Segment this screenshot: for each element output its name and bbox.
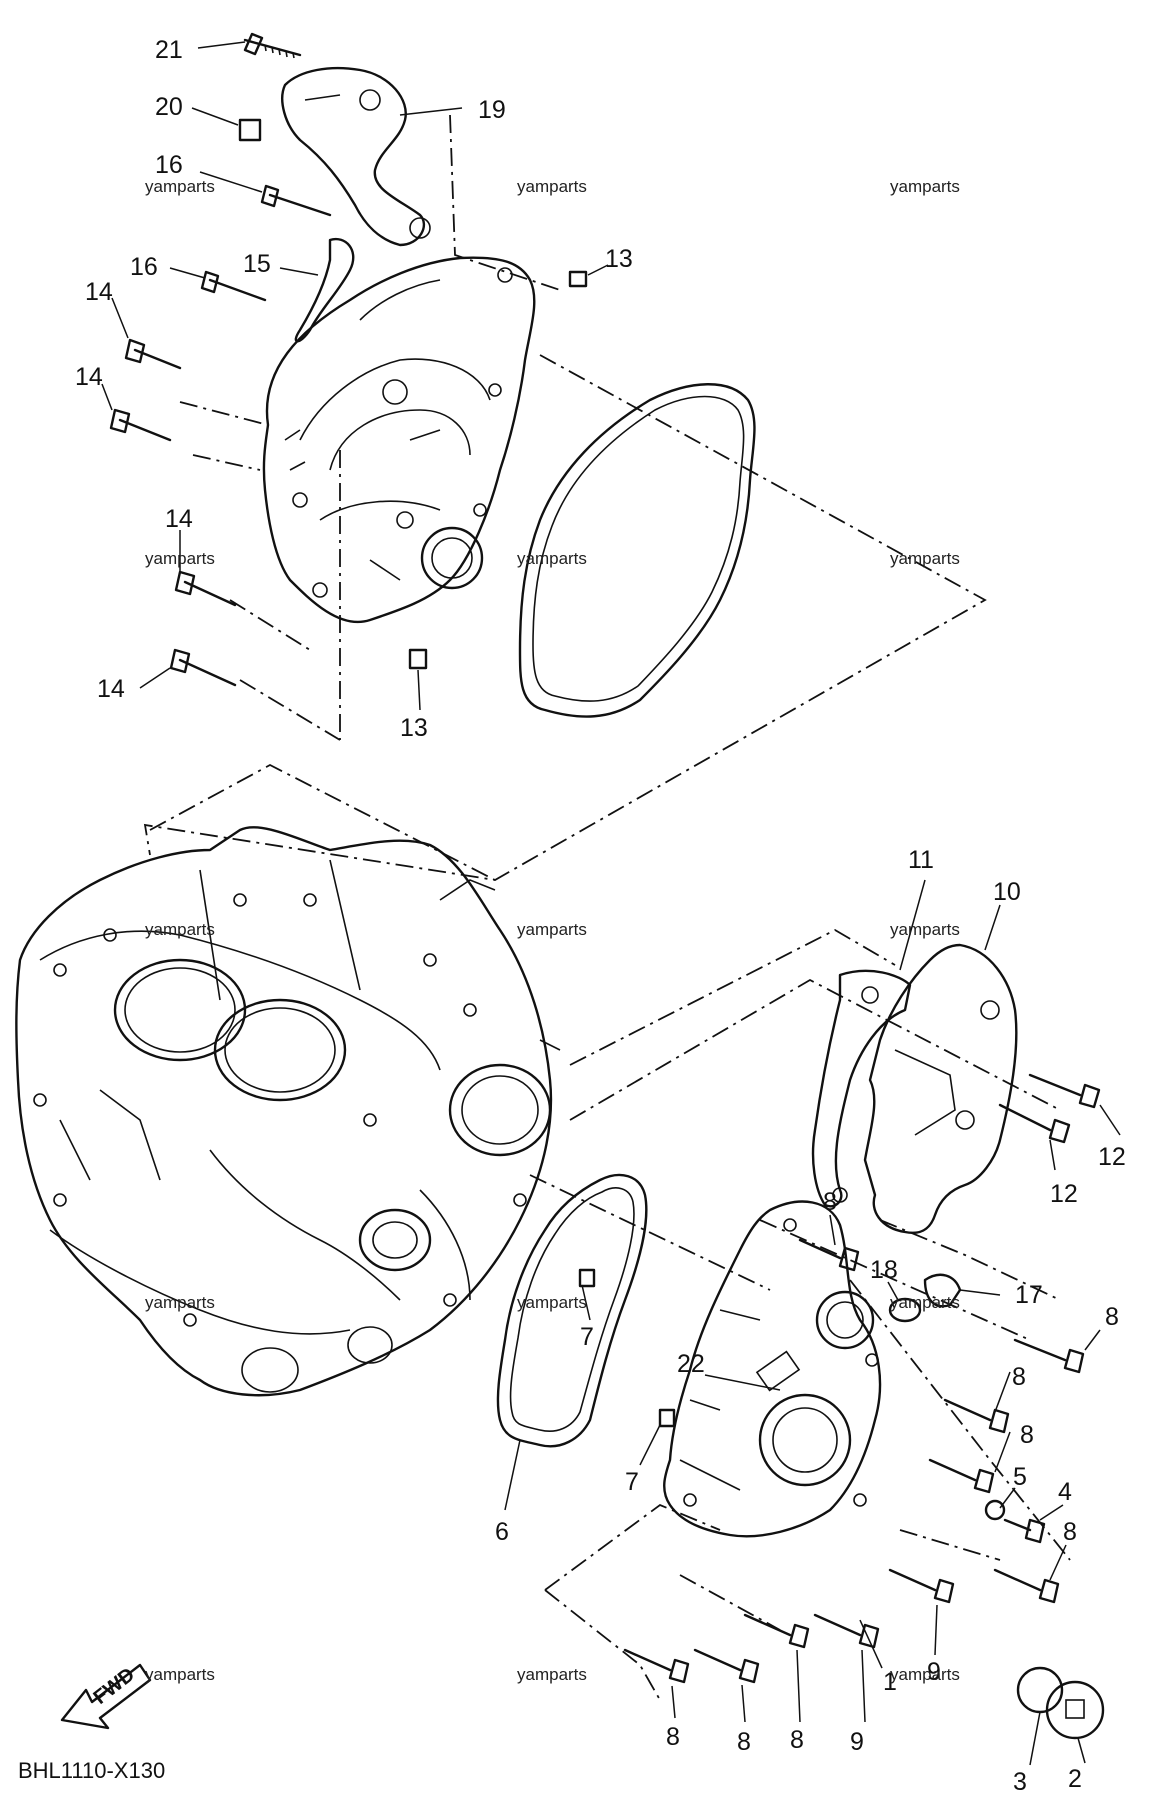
callout-15: 15 bbox=[243, 250, 271, 278]
watermark: yamparts bbox=[517, 1665, 587, 1684]
watermark: yamparts bbox=[890, 1665, 960, 1684]
callout-8-f: 8 bbox=[666, 1723, 680, 1751]
watermark: yamparts bbox=[890, 549, 960, 568]
gasket-lower bbox=[496, 1173, 648, 1448]
leader-lines bbox=[101, 41, 1121, 1766]
bolts-12 bbox=[998, 1073, 1101, 1144]
callout-14-a: 14 bbox=[85, 278, 113, 306]
callout-4: 4 bbox=[1058, 1478, 1072, 1506]
dowel-7-top bbox=[578, 1268, 596, 1288]
callout-9-b: 9 bbox=[850, 1728, 864, 1756]
callout-8-d: 8 bbox=[1020, 1421, 1034, 1449]
callout-8-h: 8 bbox=[790, 1726, 804, 1754]
dowel-13-bottom bbox=[408, 648, 428, 670]
callout-2: 2 bbox=[1068, 1765, 1082, 1793]
callout-8-g: 8 bbox=[737, 1728, 751, 1756]
callout-7-b: 7 bbox=[625, 1468, 639, 1496]
watermark: yamparts bbox=[517, 920, 587, 939]
diagram-code: BHL1110-X130 bbox=[18, 1758, 165, 1783]
bolt-21 bbox=[243, 32, 302, 59]
crankcase-cover-upper bbox=[262, 256, 536, 623]
callout-16-a: 16 bbox=[155, 151, 183, 179]
callout-8-b: 8 bbox=[1105, 1303, 1119, 1331]
bracket-15 bbox=[294, 237, 355, 343]
callout-19: 19 bbox=[478, 96, 506, 124]
callout-13-a: 13 bbox=[605, 245, 633, 273]
callout-20: 20 bbox=[155, 93, 183, 121]
assembly-lines bbox=[143, 114, 1071, 1701]
o-ring-18 bbox=[888, 1297, 922, 1323]
watermark: yamparts bbox=[145, 1665, 215, 1684]
callout-numbers: 21 20 19 16 16 15 14 14 14 14 13 13 11 1… bbox=[75, 36, 1126, 1793]
callout-14-d: 14 bbox=[97, 675, 125, 703]
bolts-16 bbox=[200, 184, 332, 302]
sensor-17 bbox=[923, 1273, 962, 1308]
watermark: yamparts bbox=[890, 920, 960, 939]
callout-8-a: 8 bbox=[823, 1188, 837, 1216]
callout-12-a: 12 bbox=[1098, 1143, 1126, 1171]
callout-1: 1 bbox=[883, 1668, 897, 1696]
callout-14-c: 14 bbox=[165, 505, 193, 533]
callout-22: 22 bbox=[677, 1350, 705, 1378]
fwd-arrow-icon: FWD bbox=[60, 1664, 152, 1730]
plug-2-hex bbox=[1065, 1699, 1085, 1719]
washer-5 bbox=[984, 1499, 1006, 1521]
watermark: yamparts bbox=[517, 1293, 587, 1312]
dowel-13-top bbox=[568, 270, 588, 288]
crankcase bbox=[15, 826, 561, 1397]
watermark: yamparts bbox=[517, 177, 587, 196]
sprocket-cover-10 bbox=[863, 943, 1018, 1234]
watermarks: yamparts yamparts yamparts yamparts yamp… bbox=[145, 177, 960, 1684]
callout-11: 11 bbox=[908, 846, 934, 874]
callout-9-a: 9 bbox=[927, 1658, 941, 1686]
watermark: yamparts bbox=[517, 549, 587, 568]
chain-guide-11 bbox=[811, 969, 912, 1208]
watermark: yamparts bbox=[145, 920, 215, 939]
callout-21: 21 bbox=[155, 36, 183, 64]
gasket-upper bbox=[518, 383, 756, 718]
plug-4 bbox=[1003, 1518, 1046, 1544]
nut-20 bbox=[238, 118, 262, 142]
callout-12-b: 12 bbox=[1050, 1180, 1078, 1208]
callout-8-e: 8 bbox=[1063, 1518, 1077, 1546]
callout-5: 5 bbox=[1013, 1463, 1027, 1491]
plug-2 bbox=[1045, 1680, 1105, 1740]
callout-13-b: 13 bbox=[400, 714, 428, 742]
dowel-7-bottom bbox=[658, 1408, 676, 1428]
callout-10: 10 bbox=[993, 878, 1021, 906]
watermark: yamparts bbox=[145, 549, 215, 568]
watermark: yamparts bbox=[890, 177, 960, 196]
callout-18: 18 bbox=[870, 1256, 898, 1284]
crankcase-cover-lower bbox=[663, 1200, 882, 1538]
callout-14-b: 14 bbox=[75, 363, 103, 391]
callout-7-a: 7 bbox=[580, 1323, 594, 1351]
callout-16-b: 16 bbox=[130, 253, 158, 281]
watermark: yamparts bbox=[145, 1293, 215, 1312]
callout-17: 17 bbox=[1015, 1281, 1043, 1309]
bolts-14 bbox=[109, 338, 237, 687]
watermark: yamparts bbox=[890, 1293, 960, 1312]
bracket-19 bbox=[281, 66, 431, 247]
watermark: yamparts bbox=[145, 177, 215, 196]
bolts-8-9 bbox=[623, 1238, 1085, 1684]
callout-8-c: 8 bbox=[1012, 1363, 1026, 1391]
callout-3: 3 bbox=[1013, 1768, 1027, 1793]
callout-6: 6 bbox=[495, 1518, 509, 1546]
